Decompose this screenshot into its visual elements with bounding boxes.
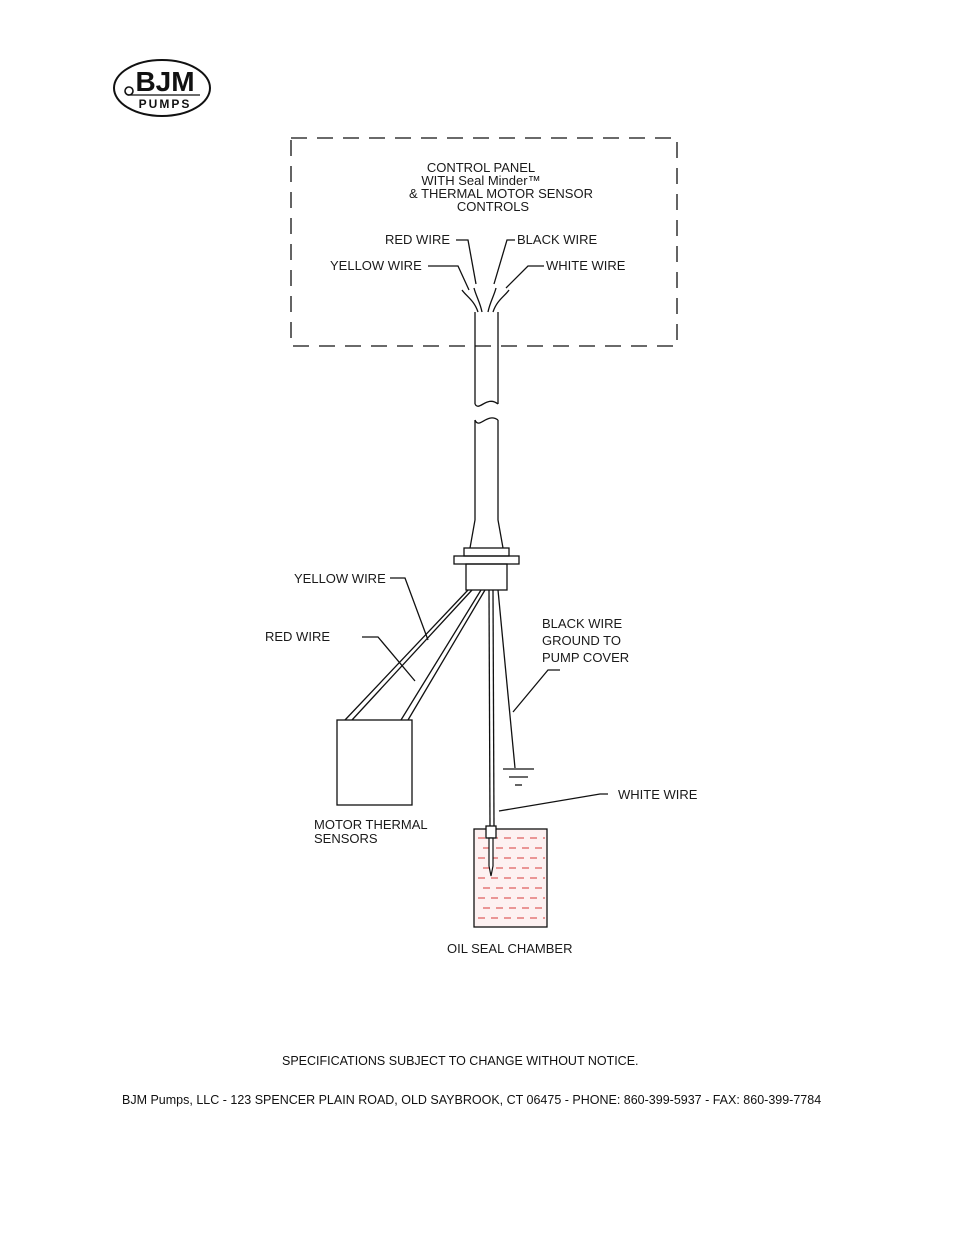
svg-text:MOTOR THERMAL: MOTOR THERMAL	[314, 817, 428, 832]
svg-text:CONTROLS: CONTROLS	[457, 199, 530, 214]
panel-black-wire-label: BLACK WIRE	[517, 232, 598, 247]
red-wire-label: RED WIRE	[265, 629, 330, 644]
control-panel-box	[290, 137, 678, 347]
oil-seal-chamber-label: OIL SEAL CHAMBER	[447, 941, 572, 956]
cable-gland	[453, 547, 520, 591]
spec-notice: SPECIFICATIONS SUBJECT TO CHANGE WITHOUT…	[282, 1054, 639, 1068]
white-wire-label: WHITE WIRE	[618, 787, 698, 802]
motor-thermal-sensors-label: MOTOR THERMAL SENSORS	[314, 817, 428, 846]
svg-text:CONTROL PANEL: CONTROL PANEL	[427, 160, 535, 175]
panel-white-wire-label: WHITE WIRE	[546, 258, 626, 273]
yellow-wire-label: YELLOW WIRE	[294, 571, 386, 586]
svg-text:SENSORS: SENSORS	[314, 831, 378, 846]
svg-text:BLACK WIRE: BLACK WIRE	[542, 616, 623, 631]
bjm-logo: BJM PUMPS	[113, 59, 211, 117]
motor-thermal-sensors-box	[336, 719, 413, 806]
ground-symbol	[503, 768, 534, 786]
company-address: BJM Pumps, LLC - 123 SPENCER PLAIN ROAD,…	[122, 1093, 821, 1107]
logo-name: BJM	[135, 66, 194, 97]
svg-text:WITH Seal Minder™: WITH Seal Minder™	[421, 173, 540, 188]
panel-yellow-wire-label: YELLOW WIRE	[330, 258, 422, 273]
svg-text:& THERMAL MOTOR SENSOR: & THERMAL MOTOR SENSOR	[409, 186, 593, 201]
oil-seal-chamber	[473, 825, 548, 928]
logo-sub: PUMPS	[139, 97, 192, 111]
control-panel-title: CONTROL PANEL WITH Seal Minder™ & THERMA…	[409, 160, 593, 214]
svg-text:PUMP COVER: PUMP COVER	[542, 650, 629, 665]
panel-wire-fan	[461, 287, 510, 313]
black-wire-label: BLACK WIRE GROUND TO PUMP COVER	[542, 616, 629, 665]
svg-text:GROUND TO: GROUND TO	[542, 633, 621, 648]
lower-wires	[344, 589, 516, 827]
panel-red-wire-label: RED WIRE	[385, 232, 450, 247]
